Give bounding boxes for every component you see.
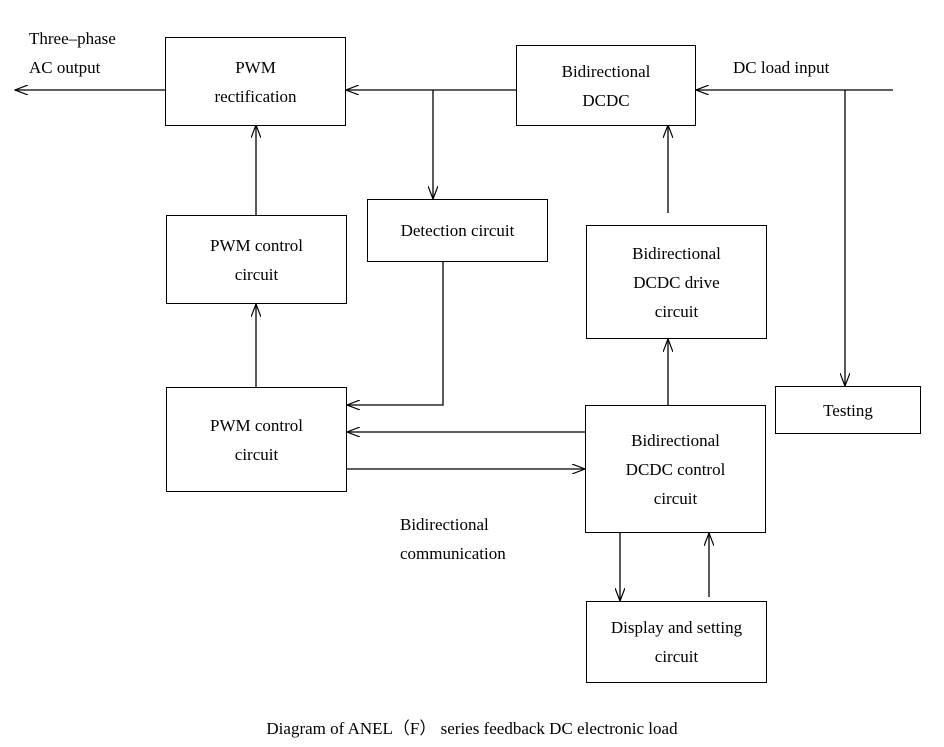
- diagram-caption: Diagram of ANEL（F） series feedback DC el…: [266, 719, 678, 738]
- bidirectional-dcdc-line-1: Bidirectional: [561, 61, 651, 81]
- ac-output-label-line-1: Three–phase: [29, 29, 116, 48]
- pwm-control-lower-line-2: circuit: [234, 444, 279, 464]
- ac-output-label: Three–phase AC output: [29, 24, 116, 82]
- dcdc-control-line-2: DCDC control: [625, 459, 726, 479]
- dcdc-control-line-3: circuit: [653, 488, 698, 508]
- pwm-rectification-box: PWM rectification: [165, 37, 346, 126]
- dcdc-control-box: Bidirectional DCDC control circuit: [585, 405, 766, 533]
- display-setting-box: Display and setting circuit: [586, 601, 767, 683]
- detection-circuit-line-1: Detection circuit: [400, 221, 515, 240]
- ac-output-label-line-2: AC output: [29, 58, 101, 77]
- pwm-control-lower-box: PWM control circuit: [166, 387, 347, 492]
- bidirectional-dcdc-box: Bidirectional DCDC: [516, 45, 696, 126]
- dcdc-drive-line-1: Bidirectional: [632, 243, 721, 263]
- dcdc-control-line-1: Bidirectional: [631, 430, 720, 450]
- pwm-control-upper-line-2: circuit: [234, 264, 279, 284]
- display-setting-line-1: Display and setting: [610, 618, 743, 637]
- dcdc-drive-line-2: DCDC drive: [633, 272, 720, 292]
- testing-box: Testing: [775, 386, 921, 434]
- bidirectional-communication-line-2: communication: [400, 544, 506, 563]
- bidirectional-dcdc-line-2: DCDC: [582, 90, 630, 110]
- bidirectional-communication-line-1: Bidirectional: [400, 515, 489, 534]
- dcdc-drive-box: Bidirectional DCDC drive circuit: [586, 225, 767, 339]
- testing-line-1: Testing: [823, 400, 873, 420]
- dc-load-input-label: DC load input: [733, 58, 830, 77]
- dcdc-drive-line-3: circuit: [654, 301, 699, 321]
- pwm-control-upper-line-1: PWM control: [209, 235, 304, 255]
- pwm-rectification-line-2: rectification: [214, 86, 297, 106]
- arrow-detection-to-control: [347, 262, 444, 405]
- bidirectional-communication-label: Bidirectional communication: [400, 510, 506, 568]
- pwm-control-upper-box: PWM control circuit: [166, 215, 347, 304]
- pwm-control-lower-line-1: PWM control: [209, 415, 304, 435]
- pwm-rectification-line-1: PWM: [235, 57, 276, 77]
- detection-circuit-box: Detection circuit: [367, 199, 548, 262]
- display-setting-line-2: circuit: [654, 647, 699, 666]
